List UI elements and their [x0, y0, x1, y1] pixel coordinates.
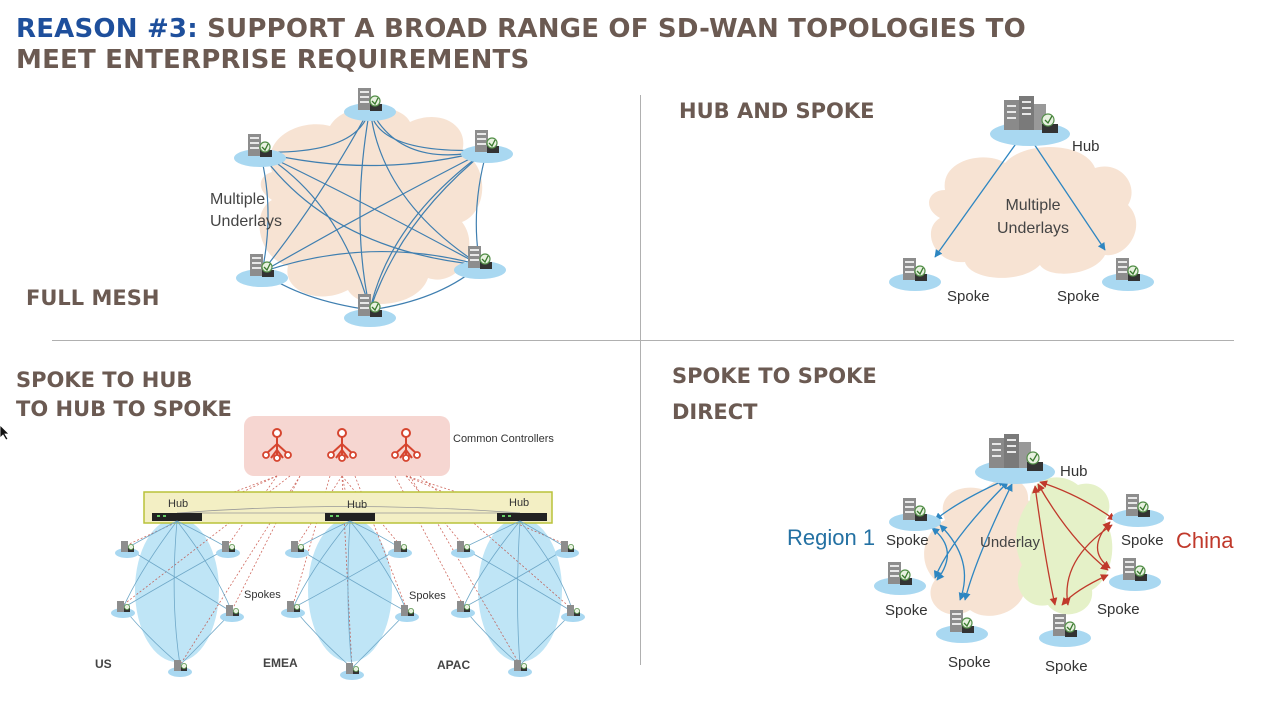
- china-spoke-1: [1111, 493, 1165, 528]
- full-mesh-heading: FULL MESH: [26, 286, 160, 310]
- common-controllers-label: Common Controllers: [453, 433, 554, 445]
- region-label-us: US: [95, 657, 112, 671]
- china-spoke-label-3: Spoke: [1045, 658, 1088, 675]
- s2s-hub-label: Hub: [1060, 463, 1088, 480]
- spokes-label-2: Spokes: [409, 590, 446, 602]
- hub-router-us: [152, 513, 202, 521]
- us-spoke-5: [167, 659, 193, 678]
- s2h2h2s-heading-line2: TO HUB TO SPOKE: [16, 397, 232, 421]
- china-spoke-label-1: Spoke: [1121, 532, 1164, 549]
- multi-region-diagram: [110, 416, 586, 681]
- hub-spoke-diagram: [888, 95, 1155, 292]
- vertical-divider: [640, 95, 641, 665]
- spoke-label-left: Spoke: [947, 288, 990, 305]
- region-emea-ellipse: [308, 518, 392, 662]
- spoke-to-spoke-diagram: [873, 433, 1165, 648]
- region-label-apac: APAC: [437, 658, 471, 672]
- hub-site: [989, 95, 1071, 147]
- us-spoke-3: [110, 600, 136, 619]
- title-accent: REASON #3:: [16, 14, 198, 44]
- hub-spoke-underlay-line1: Multiple: [1005, 197, 1061, 214]
- region1-label: Region 1: [787, 525, 876, 550]
- china-spoke-label-2: Spoke: [1097, 601, 1140, 618]
- emea-spoke-2: [387, 540, 413, 559]
- spoke-site-left: [888, 257, 942, 292]
- region-label-emea: EMEA: [263, 656, 298, 670]
- apac-spoke-2: [554, 540, 580, 559]
- region1-spoke-3: [935, 609, 989, 644]
- full-mesh-underlay-label: Multiple Underlays: [210, 189, 282, 233]
- red-arrows: [1032, 480, 1116, 606]
- controllers-box: [244, 416, 450, 476]
- china-label: China: [1176, 528, 1234, 553]
- title-rest: SUPPORT A BROAD RANGE OF SD-WAN TOPOLOGI…: [16, 14, 1026, 75]
- spoke-label-right: Spoke: [1057, 288, 1100, 305]
- spoke-site-right: [1101, 257, 1155, 292]
- s2s-heading-line1: SPOKE TO SPOKE: [672, 364, 877, 388]
- region1-spoke-1: [888, 497, 942, 532]
- apac-spoke-5: [507, 659, 533, 678]
- slide-title: REASON #3: SUPPORT A BROAD RANGE OF SD-W…: [16, 14, 1096, 76]
- hub-router-emea: [325, 513, 375, 521]
- emea-spoke-5: [339, 662, 365, 681]
- china-spoke-2: [1108, 557, 1162, 592]
- hub-spoke-cloud: [929, 147, 1137, 278]
- s2s-underlay-label: Underlay: [980, 534, 1041, 551]
- spokes-label-1: Spokes: [244, 589, 281, 601]
- region-apac-ellipse: [478, 518, 562, 662]
- mouse-cursor-icon: [0, 425, 10, 441]
- horizontal-divider: [52, 340, 1234, 341]
- s2s-hub-site: [974, 433, 1056, 485]
- region1-spoke-label-2: Spoke: [885, 602, 928, 619]
- full-mesh-diagram: [233, 87, 514, 328]
- region1-spoke-label-1: Spoke: [886, 532, 929, 549]
- hub-spoke-heading: HUB AND SPOKE: [679, 99, 875, 123]
- hub-router-apac: [497, 513, 547, 521]
- region1-spoke-label-3: Spoke: [948, 654, 991, 671]
- full-mesh-underlay-line1: Multiple: [210, 191, 266, 208]
- china-spoke-3: [1038, 613, 1092, 648]
- mesh-links: [259, 107, 488, 311]
- hub-spoke-underlay-label: Multiple Underlays: [997, 194, 1069, 240]
- region1-spoke-2: [873, 561, 927, 596]
- mesh-site-top: [343, 87, 397, 122]
- s2h2h2s-heading-line1: SPOKE TO HUB: [16, 368, 193, 392]
- blue-arrows: [931, 479, 1013, 601]
- hub-spoke-underlay-line2: Underlays: [997, 220, 1070, 237]
- region-us-ellipse: [135, 518, 219, 662]
- apac-spoke-4: [560, 604, 586, 623]
- hub-label: Hub: [1072, 138, 1100, 155]
- full-mesh-underlay-line2: Underlays: [210, 213, 283, 230]
- s2s-heading-line2: DIRECT: [672, 400, 758, 424]
- hub-label-apac: Hub: [509, 497, 530, 509]
- hub-label-emea: Hub: [347, 499, 368, 511]
- s2h2h2s-heading: SPOKE TO HUB TO HUB TO SPOKE: [16, 366, 232, 424]
- mesh-cloud: [259, 106, 483, 304]
- us-spoke-4: [219, 604, 245, 623]
- mesh-site-top-right: [460, 129, 514, 164]
- hub-label-us: Hub: [168, 498, 189, 510]
